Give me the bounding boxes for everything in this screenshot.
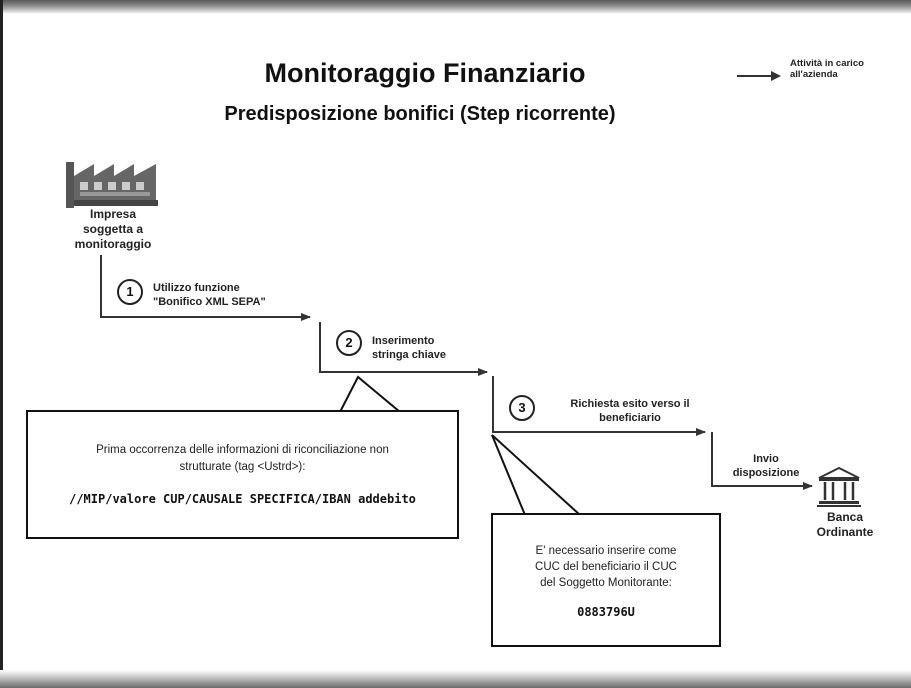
step-1-number: 1 <box>117 279 143 305</box>
bank-icon <box>817 466 861 507</box>
step-2-number: 2 <box>336 330 362 356</box>
callout-2-pointer <box>491 434 583 516</box>
banca-line-2: Ordinante <box>816 525 874 539</box>
banca-label: Banca Ordinante <box>790 510 900 540</box>
callout-1-line-1: Prima occorrenza delle informazioni di r… <box>96 444 389 456</box>
impresa-label: Impresa soggetta a monitoraggio <box>50 207 176 252</box>
legend-label: Attività in carico all'azienda <box>790 58 900 80</box>
factory-icon <box>66 162 158 208</box>
callout-cuc: E' necessario inserire come CUC del bene… <box>491 513 721 647</box>
legend-line-1: Attività in carico <box>790 58 864 69</box>
callout-2-line-2: CUC del beneficiario il CUC <box>535 561 677 573</box>
final-step-line-2: disposizione <box>732 467 800 479</box>
callout-2-code: 0883796U <box>577 605 635 619</box>
step-3-line-2: beneficiario <box>599 412 661 424</box>
impresa-line-3: monitoraggio <box>74 237 152 251</box>
banca-line-1: Banca <box>826 510 864 524</box>
step-3-line-1: Richiesta esito verso il <box>570 398 690 410</box>
scan-border-bottom <box>0 670 911 688</box>
flow-line-step-4 <box>711 432 813 490</box>
legend-arrow-icon <box>737 71 781 81</box>
callout-1-line-2: strutturate (tag <Ustrd>): <box>179 461 306 473</box>
scan-border-left <box>0 0 3 688</box>
final-step-line-1: Invio <box>753 453 779 465</box>
callout-1-pointer <box>338 375 403 413</box>
callout-2-line-1: E' necessario inserire come <box>535 545 677 557</box>
flow-line-step-2 <box>319 322 488 376</box>
step-2-line-1: Inserimento <box>372 335 435 347</box>
step-2-line-2: stringa chiave <box>372 349 446 361</box>
callout-2-line-3: del Soggetto Monitorante: <box>540 577 672 589</box>
legend-line-2: all'azienda <box>790 69 838 80</box>
page-title: Monitoraggio Finanziario <box>264 58 586 88</box>
step-1-line-2: "Bonifico XML SEPA" <box>153 296 266 308</box>
scan-border-top <box>0 0 911 14</box>
step-2-label: Inserimento stringa chiave <box>372 334 502 362</box>
final-step-label: Invio disposizione <box>716 452 816 480</box>
page-subtitle: Predisposizione bonifici (Step ricorrent… <box>224 103 616 125</box>
step-3-number: 3 <box>509 395 535 421</box>
callout-riconciliazione: Prima occorrenza delle informazioni di r… <box>26 410 459 539</box>
step-1-label: Utilizzo funzione "Bonifico XML SEPA" <box>153 281 313 309</box>
impresa-line-1: Impresa <box>89 207 137 221</box>
impresa-line-2: soggetta a <box>82 222 143 236</box>
callout-1-key-string: //MIP/valore CUP/CAUSALE SPECIFICA/IBAN … <box>69 492 416 506</box>
flow-line-step-1 <box>100 255 311 321</box>
step-1-line-1: Utilizzo funzione <box>153 282 240 294</box>
flow-line-step-3 <box>492 376 706 436</box>
step-3-label: Richiesta esito verso il beneficiario <box>545 397 715 425</box>
